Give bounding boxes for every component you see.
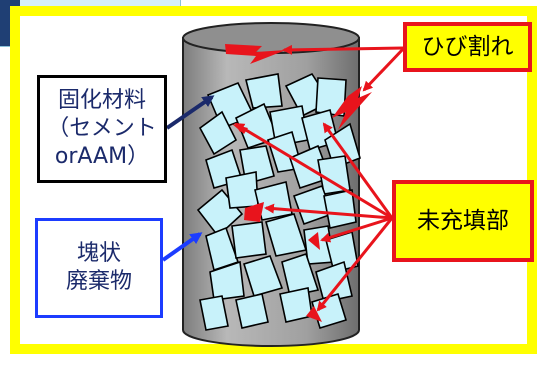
solidifier-label-box: 固化材料 （セメント orAAM）	[37, 75, 167, 183]
waste-label-box: 塊状 廃棄物	[35, 218, 163, 318]
unfilled-label: 未充填部	[417, 208, 509, 234]
crack-arrows	[282, 44, 406, 92]
crack-marks	[225, 44, 372, 322]
solidifier-label-line1: 固化材料	[57, 88, 146, 113]
waste-pieces	[196, 72, 361, 331]
solidifier-label-line2: （セメント	[47, 116, 157, 141]
unfilled-arrows	[234, 122, 394, 312]
solidifier-arrow	[165, 95, 215, 130]
waste-label-line1: 塊状	[76, 241, 121, 266]
cracks-label-box: ひび割れ	[403, 22, 532, 72]
waste-arrow	[161, 232, 203, 262]
solidifier-label-line3: orAAM）	[54, 144, 150, 169]
cracks-label: ひび割れ	[421, 34, 514, 60]
unfilled-label-box: 未充填部	[392, 180, 534, 262]
waste-label-line2: 廃棄物	[65, 269, 132, 294]
